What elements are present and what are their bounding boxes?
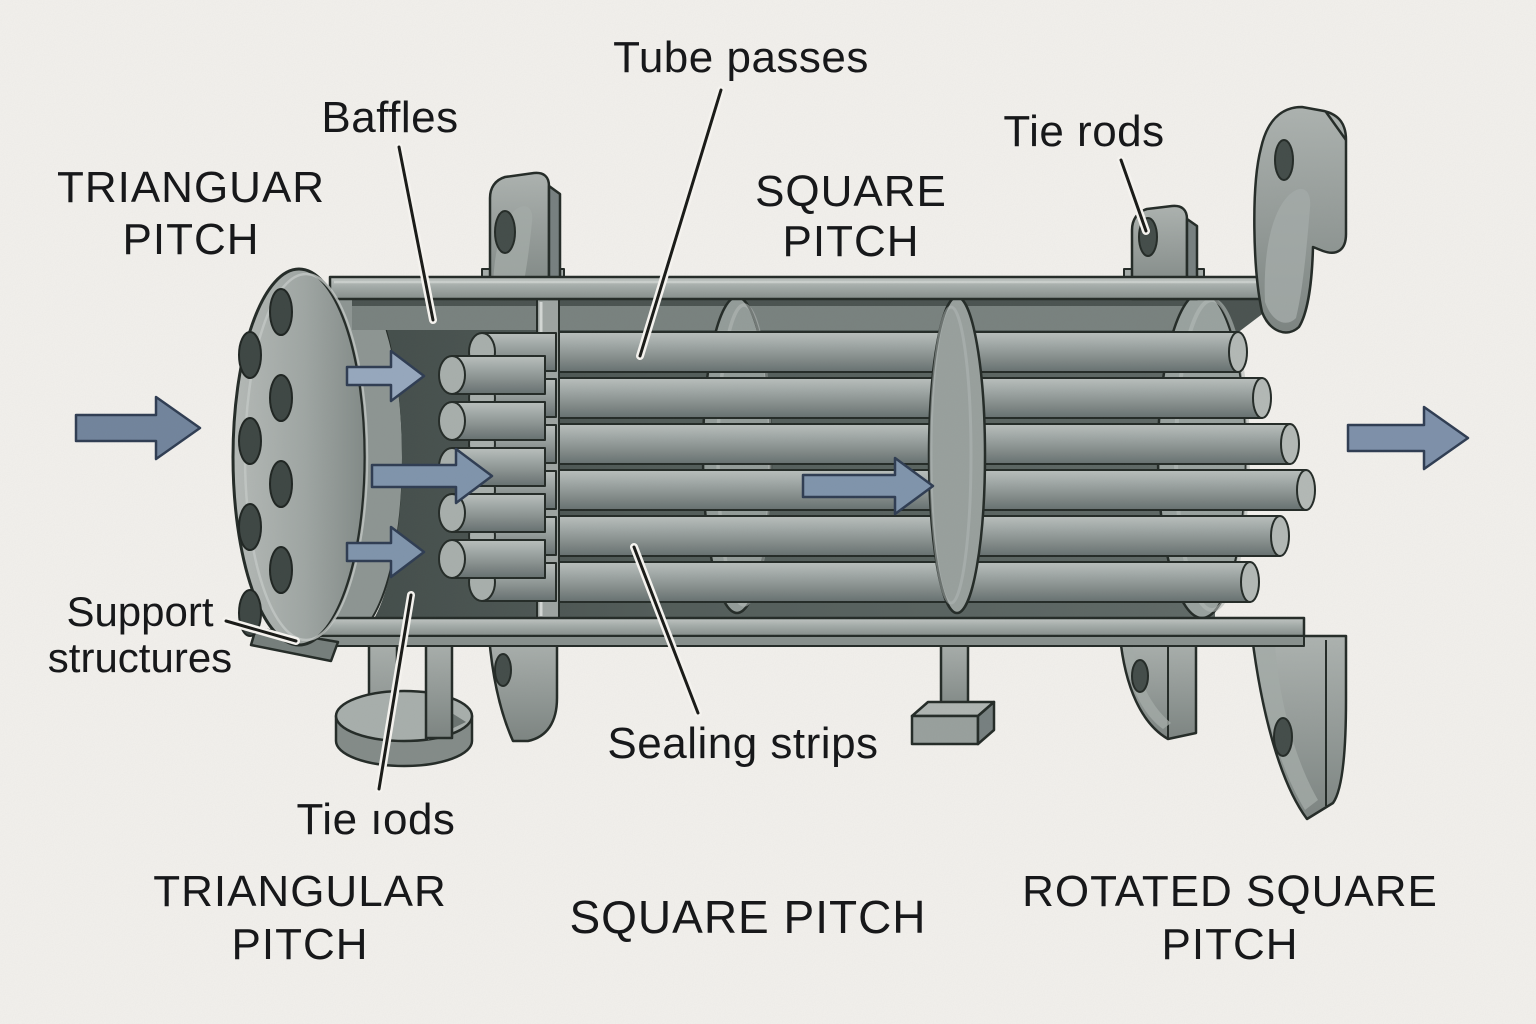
tie-rods-top-leader-line <box>1119 158 1148 233</box>
label-rotated-square-pitch-2: PITCH <box>1162 920 1299 969</box>
support-structures-leader-line <box>224 619 298 643</box>
sealing-strips-leader-line <box>632 545 700 715</box>
label-baffles: Baffles <box>321 93 458 142</box>
label-tie-rods-top: Tie rods <box>1003 107 1164 156</box>
label-support-structures-1: Support <box>66 588 213 635</box>
leader-lines <box>222 86 1150 793</box>
annotations: Baffles Tube passes Tie rods TRIANGUAR P… <box>48 33 1438 969</box>
label-rotated-square-pitch-1: ROTATED SQUARE <box>1022 867 1438 916</box>
label-triangular-pitch-bottom-1: TRIANGULAR <box>153 867 447 916</box>
label-triangular-pitch-bottom-2: PITCH <box>232 920 369 969</box>
tie-rods-bottom-leader-line <box>377 593 413 791</box>
label-square-pitch-top-1: SQUARE <box>755 167 947 216</box>
label-support-structures-2: structures <box>48 634 232 681</box>
label-triangular-pitch-top-1: TRIANGUAR <box>57 163 325 212</box>
label-square-pitch-top-2: PITCH <box>783 217 920 266</box>
tube-passes-leader-line <box>638 88 723 358</box>
label-tube-passes: Tube passes <box>613 33 869 82</box>
baffles-leader-line <box>397 145 435 322</box>
label-triangular-pitch-top-2: PITCH <box>123 215 260 264</box>
label-square-pitch-bottom: SQUARE PITCH <box>569 891 926 943</box>
label-sealing-strips: Sealing strips <box>607 719 878 768</box>
label-tie-rods-bottom: Tie ıods <box>297 795 456 844</box>
